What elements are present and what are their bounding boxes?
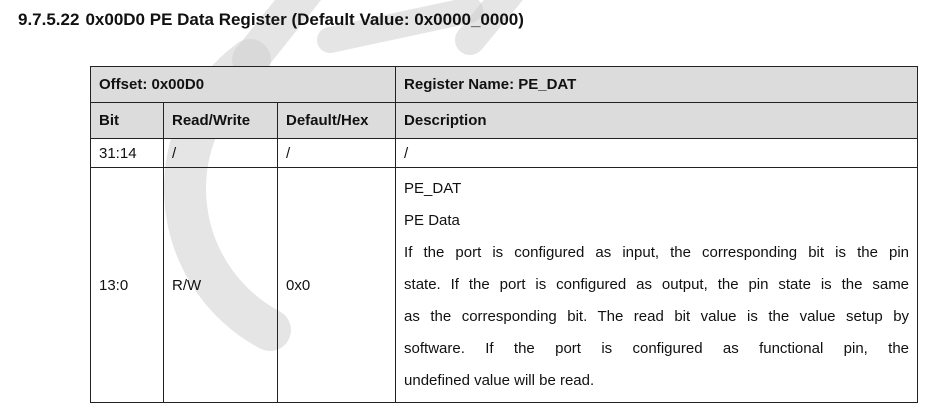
bit-cell: 13:0	[90, 167, 164, 403]
column-header-default: Default/Hex	[276, 102, 397, 139]
offset-label: Offset: 0x00D0	[89, 66, 397, 103]
description-cell: PE_DAT PE Data If the port is configured…	[395, 167, 919, 403]
description-line: software. If the port is configured as f…	[404, 340, 910, 357]
column-header-read-write: Read/Write	[163, 102, 278, 139]
field-name: PE_DAT	[404, 180, 462, 197]
section-title-text: 0x00D0 PE Data Register (Default Value: …	[85, 10, 524, 29]
description-line: undefined value will be read.	[404, 372, 595, 389]
default-cell: 0x0	[276, 167, 397, 403]
column-header-row: Bit Read/Write Default/Hex Description	[90, 102, 919, 139]
register-table: Offset: 0x00D0 Register Name: PE_DAT Bit…	[89, 66, 919, 403]
description-line: state. If the port is configured as outp…	[404, 276, 910, 293]
section-heading: 9.7.5.22 0x00D0 PE Data Register (Default…	[18, 10, 524, 30]
description-cell: /	[395, 138, 919, 168]
section-number: 9.7.5.22	[18, 10, 80, 29]
bit-cell: 31:14	[90, 138, 164, 168]
description-line: If the port is configured as input, the …	[404, 244, 910, 261]
column-header-bit: Bit	[90, 102, 164, 139]
field-title: PE Data	[404, 212, 460, 229]
column-header-description: Description	[395, 102, 919, 139]
description-line: as the corresponding bit. The read bit v…	[404, 308, 910, 325]
table-row: 13:0 R/W 0x0 PE_DAT PE Data If the port …	[90, 167, 919, 403]
read-write-cell: /	[163, 138, 278, 168]
table-row: 31:14 / / /	[90, 138, 919, 168]
default-cell: /	[276, 138, 397, 168]
register-name-label: Register Name: PE_DAT	[395, 66, 919, 103]
read-write-cell: R/W	[163, 167, 278, 403]
register-header-row: Offset: 0x00D0 Register Name: PE_DAT	[89, 66, 919, 103]
